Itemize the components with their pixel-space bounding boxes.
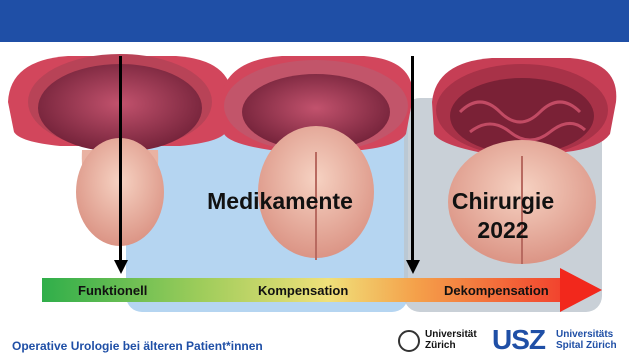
footer-title: Operative Urologie bei älteren Patient*i… bbox=[12, 339, 263, 353]
uzh-line2: Zürich bbox=[425, 340, 477, 351]
label-chirurgie-year: 2022 bbox=[438, 217, 568, 243]
usz-line1: Universitäts bbox=[556, 329, 617, 340]
stage-label-kompensation: Kompensation bbox=[258, 283, 348, 298]
arrow-functional-head bbox=[114, 260, 128, 274]
usz-logo-mark: USZ bbox=[492, 326, 545, 354]
stage-label-funktionell: Funktionell bbox=[78, 283, 147, 298]
stage-arrow-head bbox=[560, 268, 602, 312]
stage-label-dekompensation: Dekompensation bbox=[444, 283, 549, 298]
arrow-functional-line bbox=[119, 56, 122, 262]
slide-title-bar bbox=[0, 0, 629, 42]
uzh-logo-text: Universität Zürich bbox=[425, 329, 477, 351]
prostate-stage-compensated bbox=[220, 56, 413, 260]
uzh-seal-icon bbox=[398, 330, 420, 352]
arrow-compensation-line bbox=[411, 56, 414, 262]
arrow-compensation-head bbox=[406, 260, 420, 274]
uzh-line1: Universität bbox=[425, 329, 477, 340]
slide-content: Medikamente Chirurgie 2022 bbox=[0, 42, 629, 318]
label-chirurgie: Chirurgie bbox=[438, 188, 568, 214]
usz-logo-text: Universitäts Spital Zürich bbox=[556, 329, 617, 351]
label-medikamente: Medikamente bbox=[190, 188, 370, 214]
usz-line2: Spital Zürich bbox=[556, 340, 617, 351]
prostate-illustrations bbox=[0, 42, 629, 318]
